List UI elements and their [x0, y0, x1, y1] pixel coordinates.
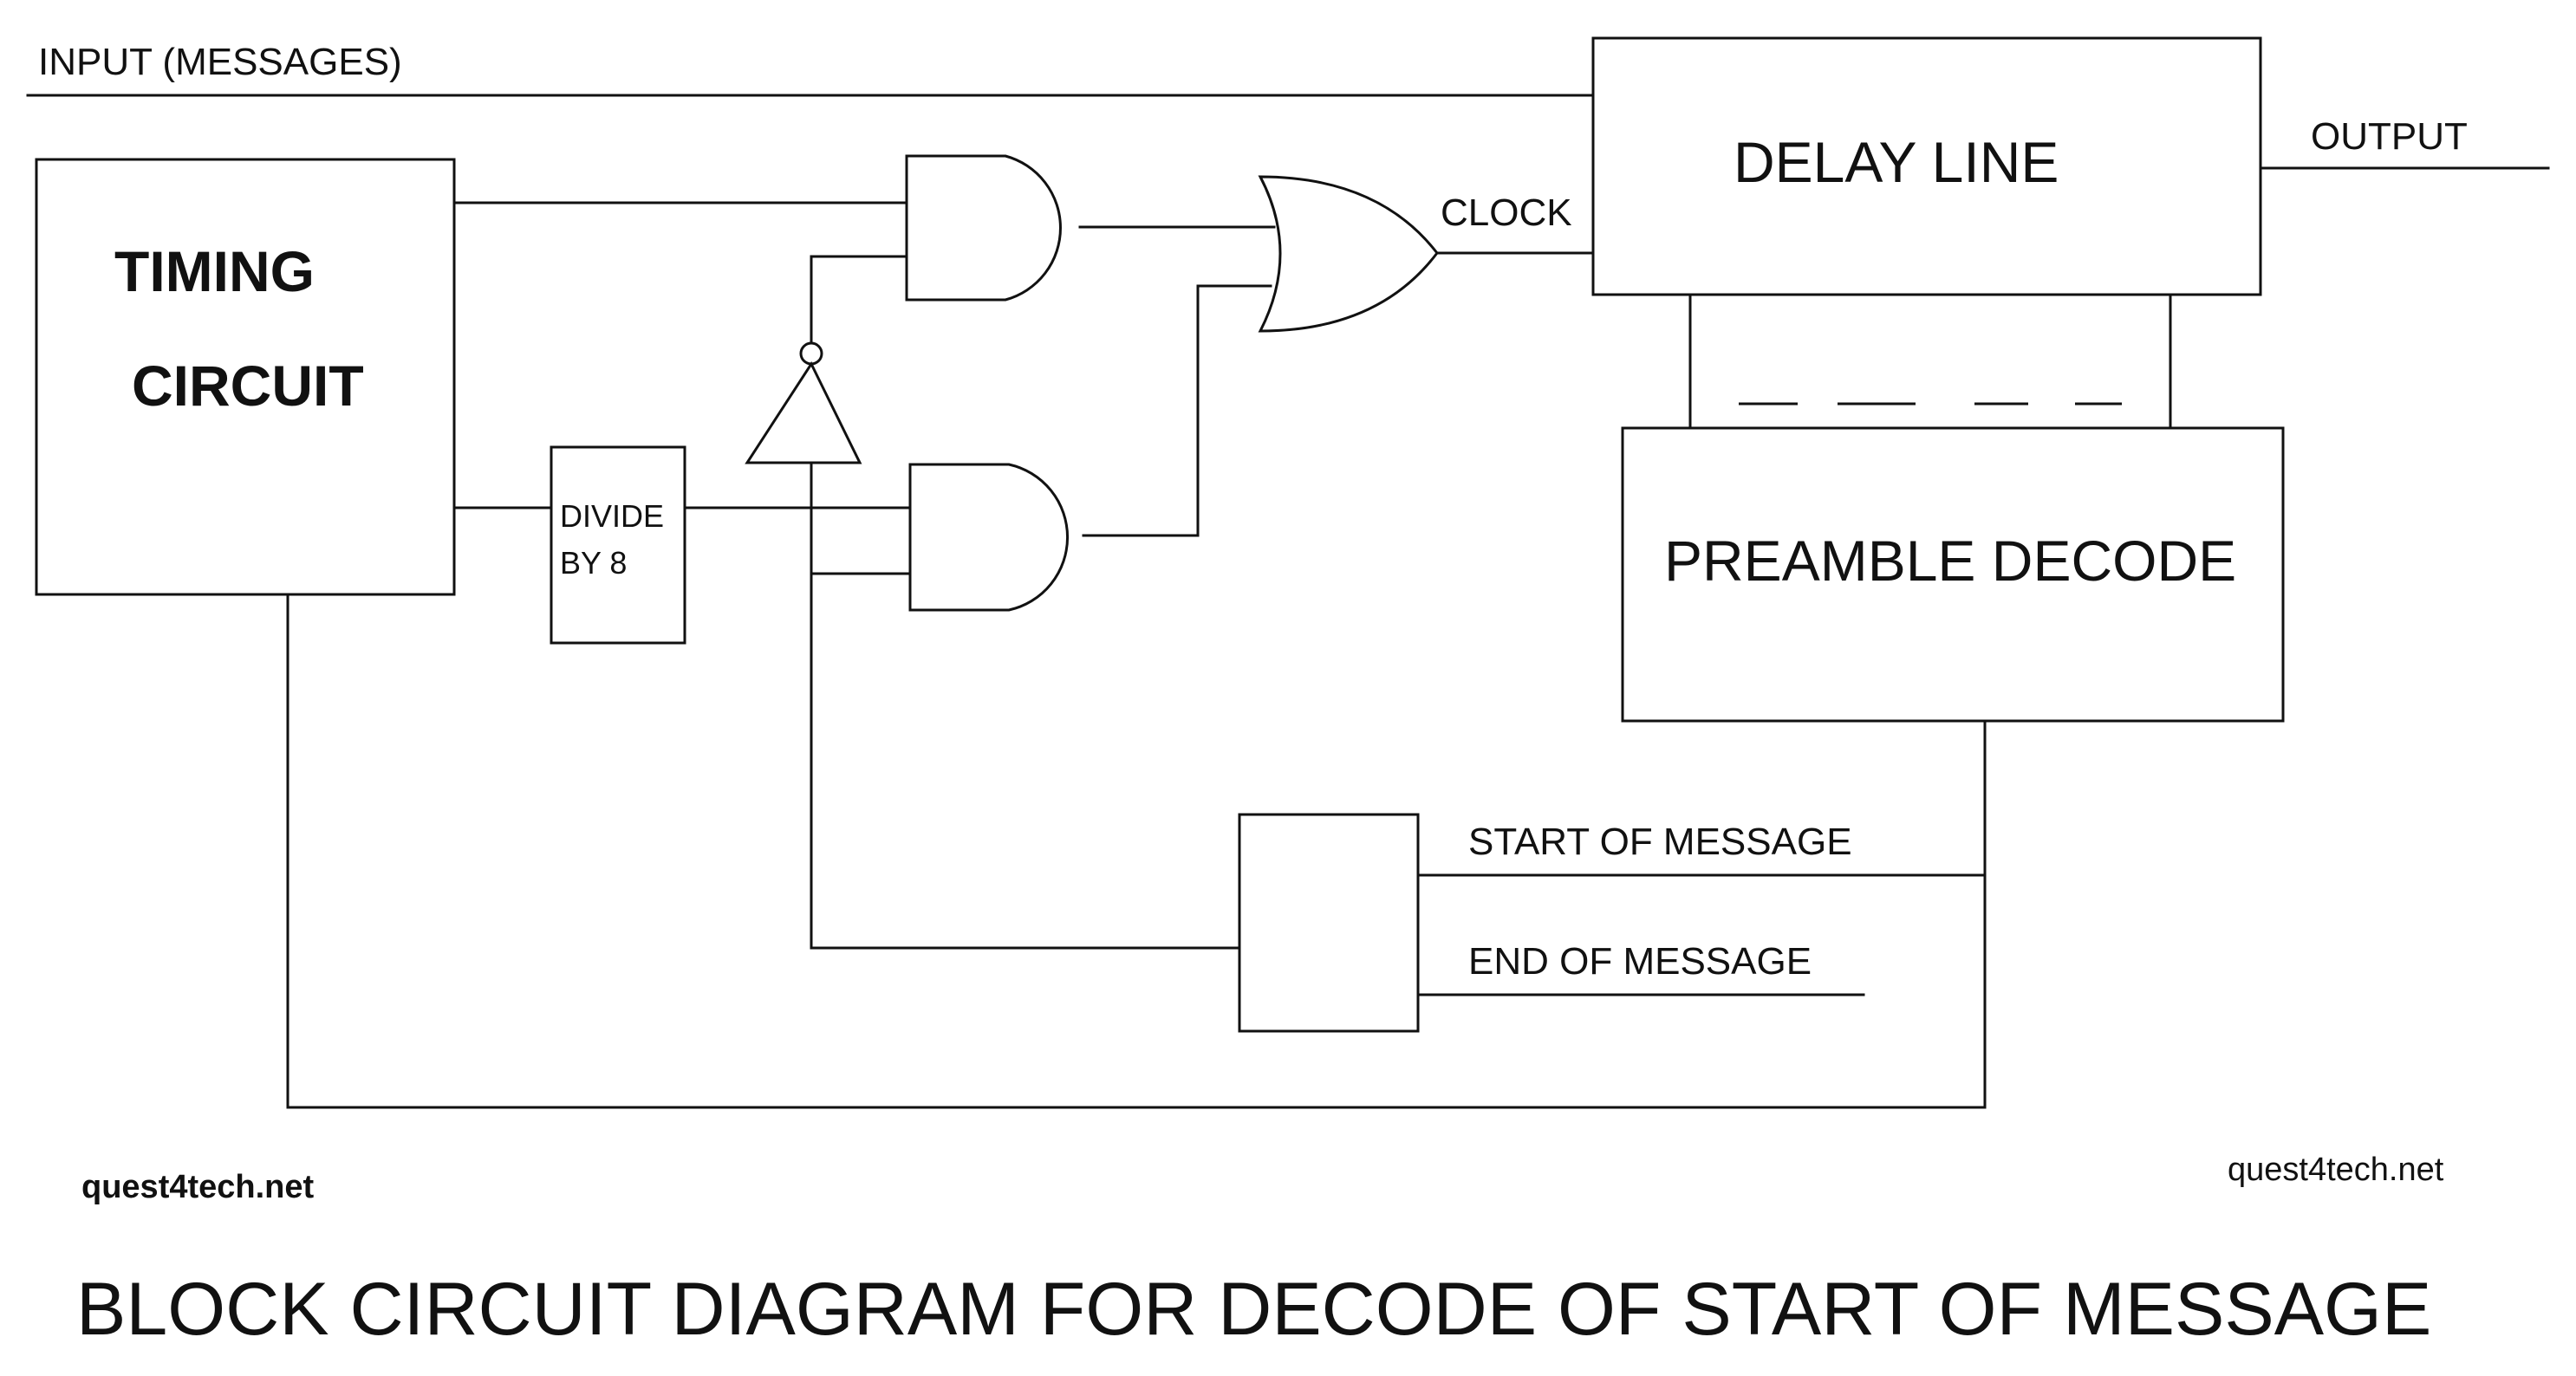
- by-8-label: BY 8: [560, 545, 627, 581]
- input-label: INPUT (MESSAGES): [38, 41, 402, 83]
- preamble-decode-block: [1621, 426, 2285, 723]
- delay-line-block: [1591, 36, 2262, 296]
- timing-label: TIMING: [114, 239, 315, 303]
- start-of-message-label: START OF MESSAGE: [1468, 821, 1852, 863]
- clock-label: CLOCK: [1441, 191, 1572, 234]
- diagram-title: BLOCK CIRCUIT DIAGRAM FOR DECODE OF STAR…: [76, 1268, 2431, 1351]
- preamble-decode-label: PREAMBLE DECODE: [1664, 529, 2236, 593]
- circuit-label: CIRCUIT: [132, 354, 364, 418]
- output-label: OUTPUT: [2311, 115, 2468, 158]
- end-of-message-label: END OF MESSAGE: [1468, 940, 1812, 983]
- divide-by-8-block: [550, 445, 686, 645]
- inverter-triangle: [745, 360, 862, 464]
- watermark-left: quest4tech.net: [81, 1169, 315, 1205]
- or-gate: [1258, 175, 1439, 333]
- start-end-block: [1238, 813, 1420, 1033]
- watermark-right: quest4tech.net: [2228, 1152, 2444, 1188]
- inverter-bubble: [799, 341, 823, 366]
- delay-line-label: DELAY LINE: [1734, 130, 2059, 194]
- and-gate-upper: [905, 154, 1062, 302]
- and-gate-lower: [908, 463, 1069, 612]
- timing-circuit-block: [35, 158, 456, 596]
- divide-label: DIVIDE: [560, 498, 664, 534]
